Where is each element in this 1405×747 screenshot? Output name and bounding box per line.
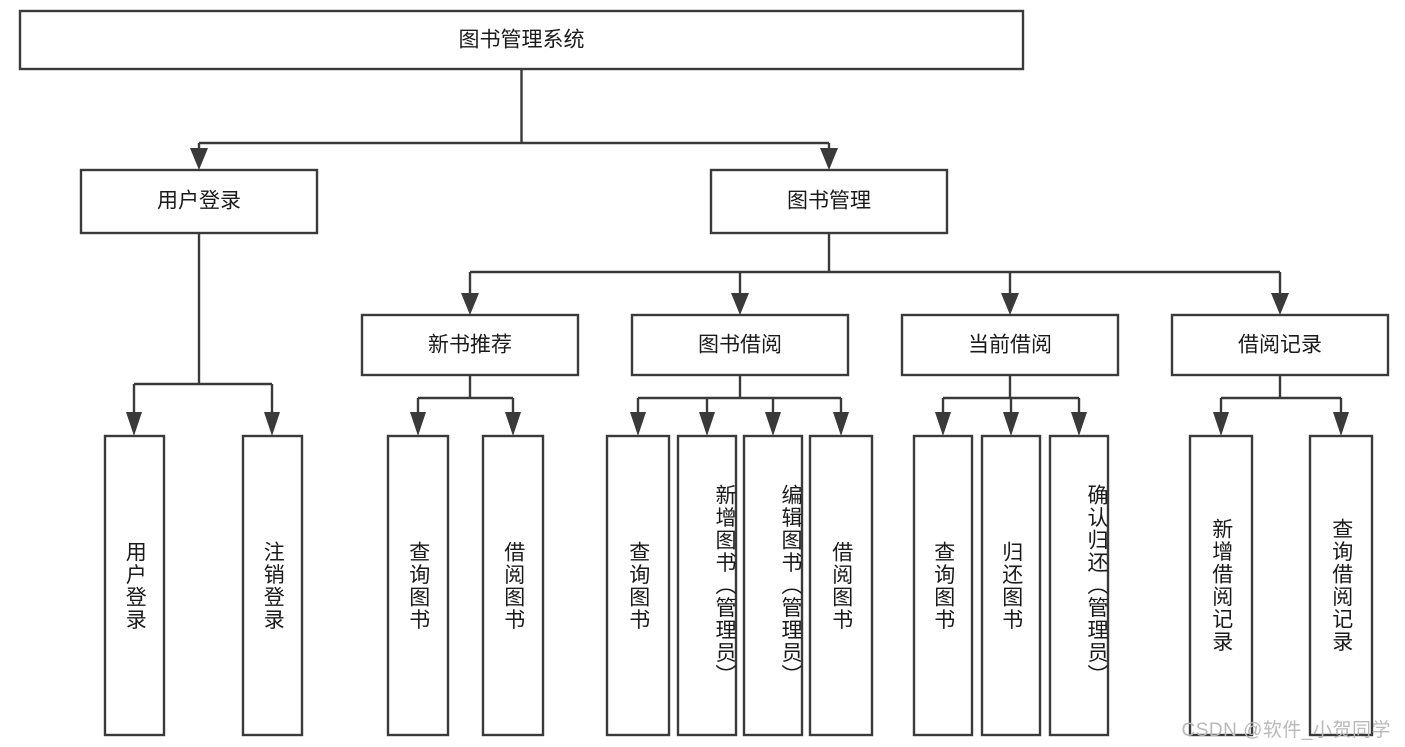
node-book-management-label: 图书管理 — [787, 190, 871, 213]
connector-group-userlogin-to-leaves — [126, 233, 280, 436]
arrowhead-new-books — [461, 293, 479, 315]
node-borrow-records-box[interactable] — [1170, 313, 1390, 377]
connector-group-bookmgmt-to-level3 — [461, 233, 1289, 315]
node-current-borrow[interactable]: 当前借阅 — [900, 313, 1120, 377]
arrowhead-bb-query — [630, 412, 646, 436]
node-new-book-recommend-box[interactable] — [360, 313, 580, 377]
node-book-management-box[interactable] — [709, 168, 949, 235]
leaf-box-nb-borrow-book[interactable] — [481, 434, 545, 737]
arrowhead-book-mgmt — [820, 148, 838, 170]
leaf-box-rec-query[interactable] — [1308, 434, 1374, 737]
node-borrow-records[interactable]: 借阅记录 — [1170, 313, 1390, 377]
node-root-box[interactable] — [18, 9, 1025, 71]
node-current-borrow-label: 当前借阅 — [968, 334, 1052, 357]
arrowhead-leaf-userlogin — [126, 412, 142, 436]
node-borrow-records-label: 借阅记录 — [1238, 334, 1322, 357]
node-current-borrow-box[interactable] — [900, 313, 1120, 377]
connector-group-records-to-leaves — [1213, 375, 1349, 436]
node-new-book-recommend-label: 新书推荐 — [428, 334, 512, 357]
connector-group-root-to-level2 — [190, 69, 838, 170]
leaf-box-bb-query-book[interactable] — [605, 434, 671, 737]
leaf-box-nb-query-book[interactable] — [386, 434, 450, 737]
node-book-management[interactable]: 图书管理 — [709, 168, 949, 235]
arrowhead-cb-confirm — [1071, 412, 1087, 436]
arrowhead-leaf-logout — [264, 412, 280, 436]
arrowhead-bb-edit — [765, 412, 781, 436]
node-user-login[interactable]: 用户登录 — [79, 168, 319, 235]
arrowhead-nb-query — [410, 412, 426, 436]
arrowhead-bb-add — [699, 412, 715, 436]
arrowhead-nb-borrow — [505, 412, 521, 436]
connector-group-borrow-to-leaves — [630, 375, 849, 436]
arrowhead-bb-borrow — [833, 412, 849, 436]
arrowhead-borrow — [731, 293, 749, 315]
leaf-box-rec-add[interactable] — [1188, 434, 1254, 737]
leaf-box-user-login[interactable] — [103, 434, 166, 737]
leaf-box-bb-borrow-book[interactable] — [808, 434, 874, 737]
node-book-borrow-box[interactable] — [630, 313, 850, 377]
connector-group-currentborrow-to-leaves — [935, 375, 1087, 436]
arrowhead-rec-add — [1213, 412, 1229, 436]
leaf-box-bb-edit-book[interactable] — [742, 434, 804, 737]
leaf-box-cb-query-book[interactable] — [912, 434, 974, 737]
node-user-login-label: 用户登录 — [157, 190, 241, 213]
node-root[interactable]: 图书管理系统 — [18, 9, 1025, 71]
node-user-login-box[interactable] — [79, 168, 319, 235]
leaf-box-cb-confirm[interactable] — [1048, 434, 1110, 737]
arrowhead-user-login — [190, 148, 208, 170]
csdn-watermark: CSDN @软件_小贺同学 — [1181, 720, 1391, 741]
node-book-borrow-label: 图书借阅 — [698, 334, 782, 357]
arrowhead-cb-query — [935, 412, 951, 436]
arrowhead-cb-return — [1003, 412, 1019, 436]
node-new-book-recommend[interactable]: 新书推荐 — [360, 313, 580, 377]
arrowhead-rec-query — [1333, 412, 1349, 436]
node-root-label: 图书管理系统 — [459, 29, 585, 52]
leaf-box-bb-add-book[interactable] — [676, 434, 738, 737]
leaf-box-cb-return-book[interactable] — [980, 434, 1042, 737]
connector-group-newbooks-to-leaves — [410, 375, 521, 436]
leaf-node-boxes — [103, 434, 1374, 737]
arrowhead-borrow-records — [1271, 293, 1289, 315]
arrowhead-current-borrow — [1001, 293, 1019, 315]
leaf-box-logout[interactable] — [241, 434, 304, 737]
node-book-borrow[interactable]: 图书借阅 — [630, 313, 850, 377]
